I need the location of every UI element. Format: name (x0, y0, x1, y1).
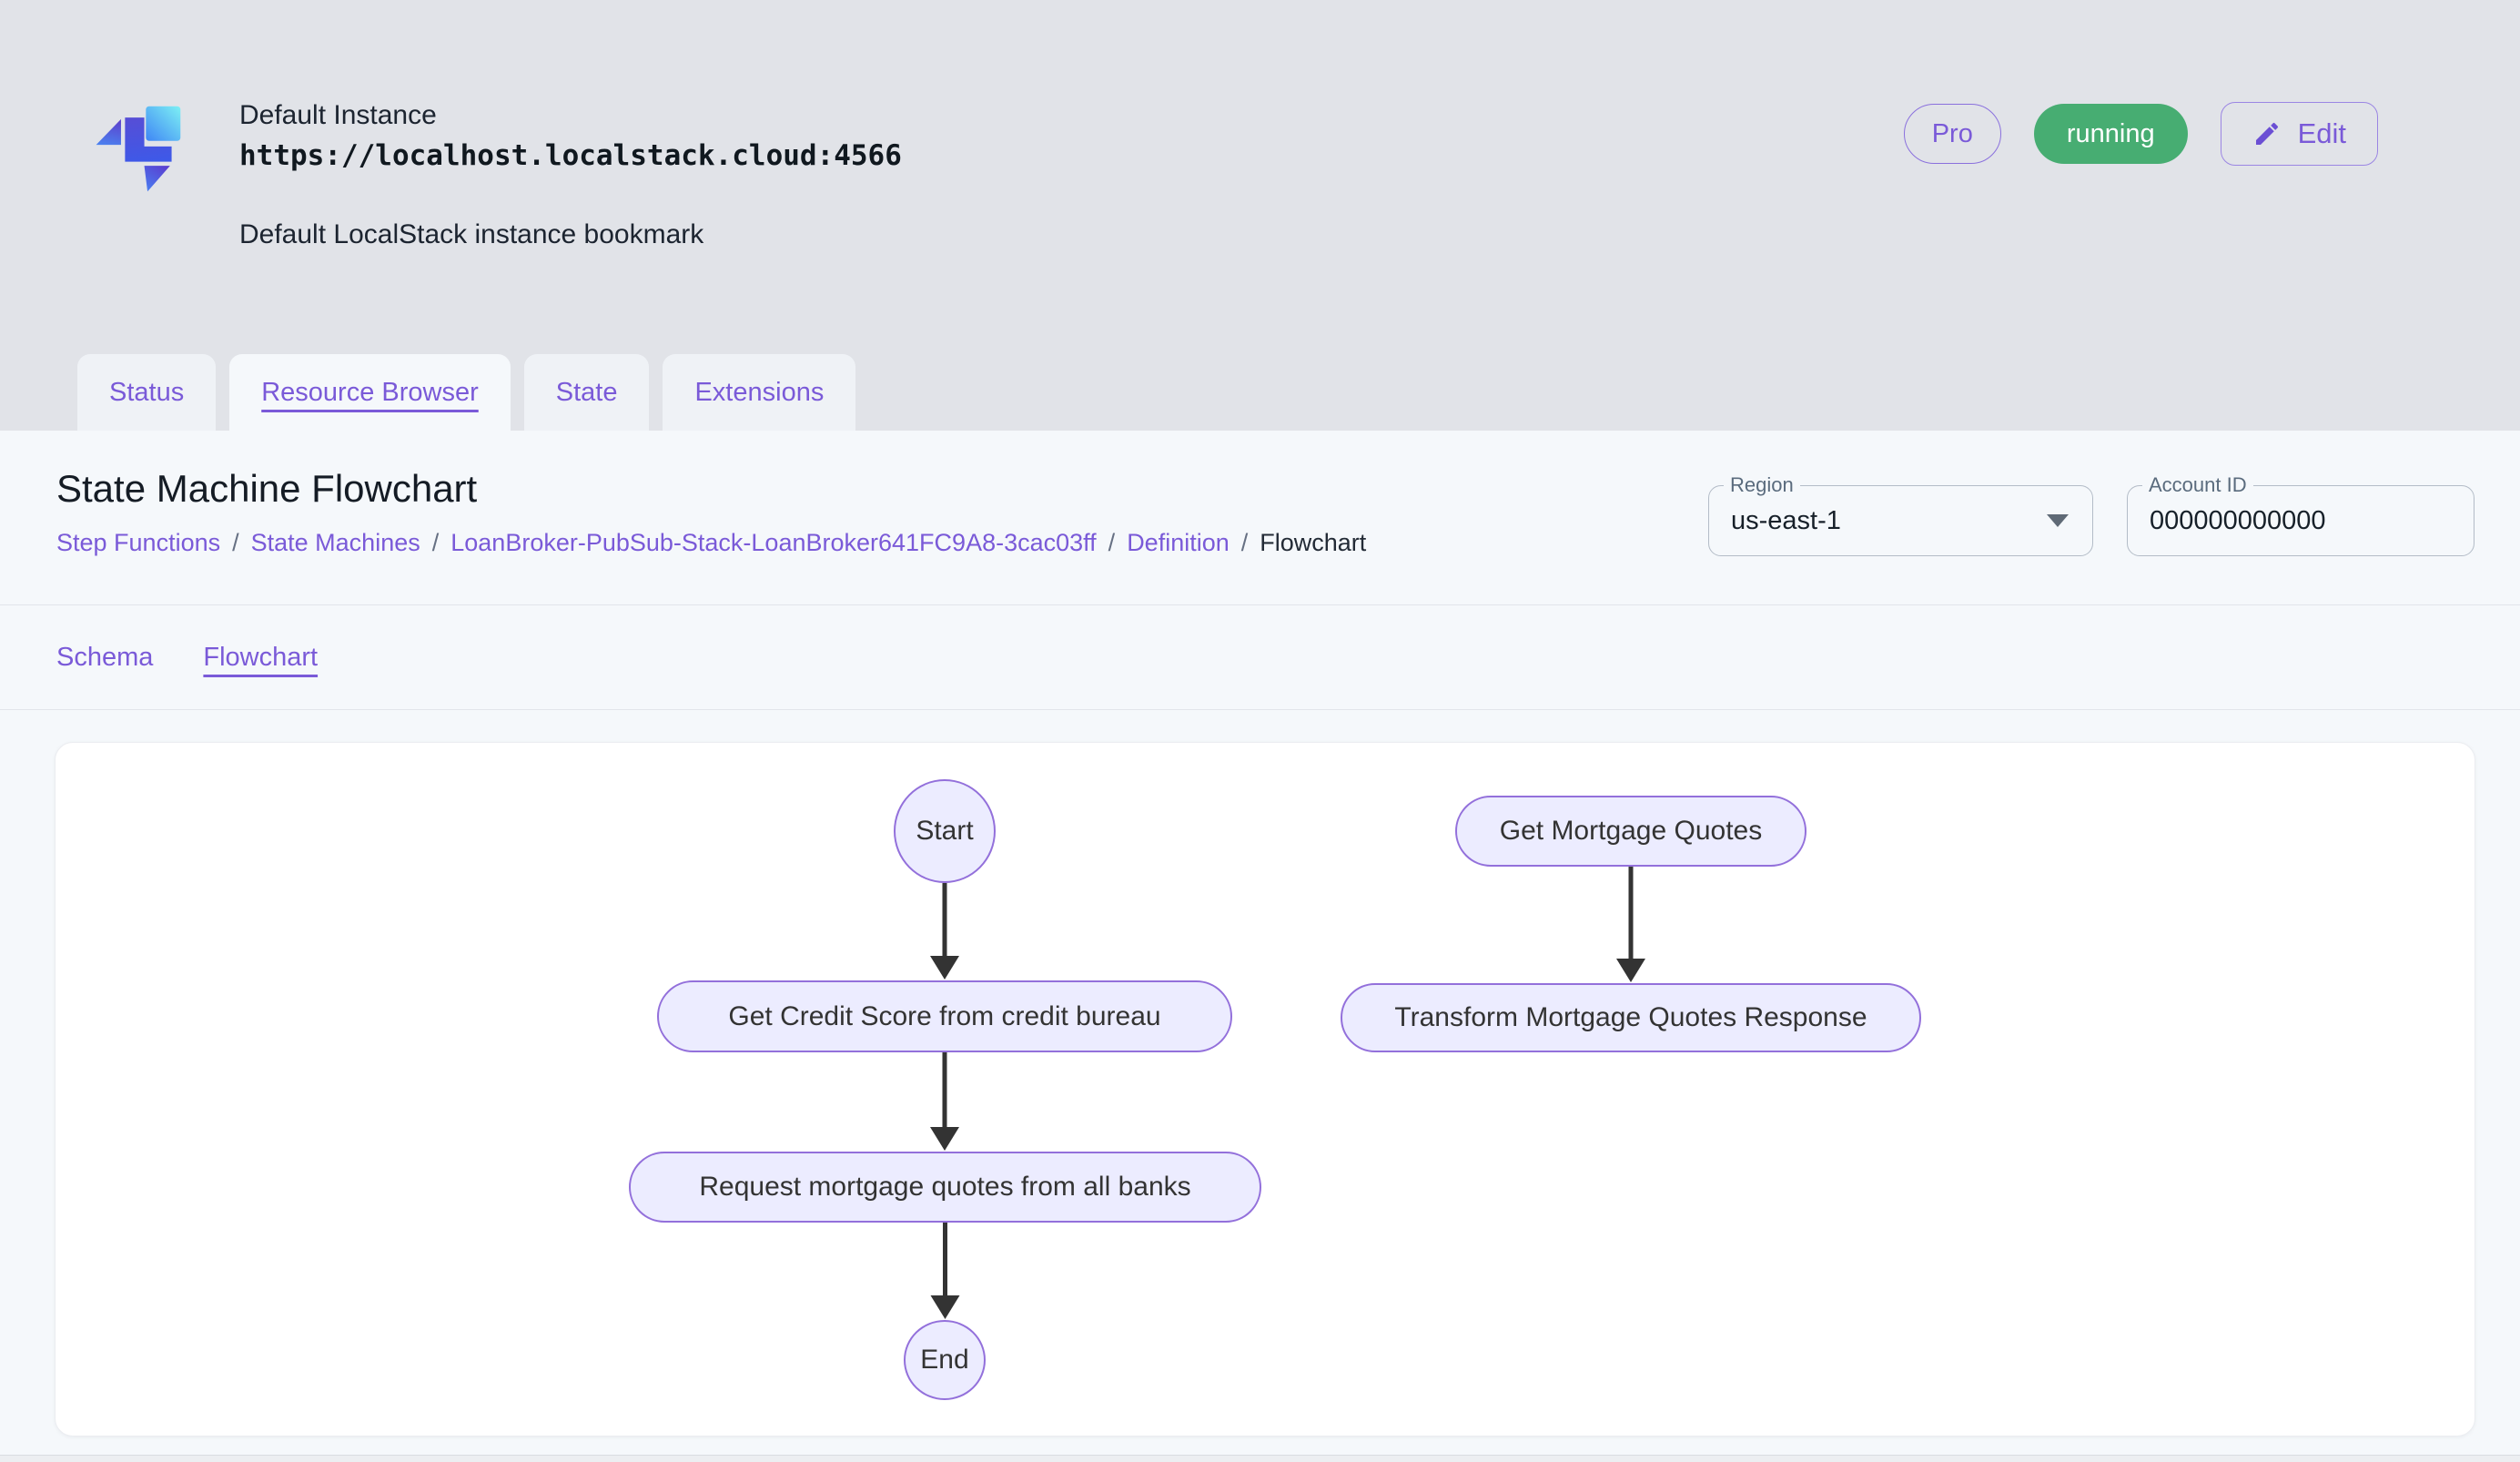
dropdown-caret-icon (2047, 514, 2069, 527)
divider (0, 709, 2520, 710)
window-bottom-edge (0, 1455, 2520, 1462)
page-title: State Machine Flowchart (56, 467, 478, 510)
instance-url: https://localhost.localstack.cloud:4566 (239, 139, 902, 172)
breadcrumb-item-flowchart: Flowchart (1260, 529, 1367, 556)
subtab-flowchart[interactable]: Flowchart (203, 642, 319, 672)
header-actions: Pro running Edit (1903, 102, 2378, 166)
flow-node-request-quotes: Request mortgage quotes from all banks (629, 1152, 1261, 1223)
panel-header: State Machine Flowchart Step Functions/S… (0, 431, 2520, 604)
breadcrumb-item-definition[interactable]: Definition (1127, 529, 1230, 556)
divider (0, 604, 2520, 605)
breadcrumb-separator: / (232, 529, 239, 556)
flow-node-end: End (904, 1320, 986, 1400)
instance-info: Default Instance https://localhost.local… (239, 91, 902, 250)
context-fields: Region us-east-1 Account ID 000000000000 (1708, 472, 2474, 556)
flow-arrowhead-icon (1616, 959, 1645, 982)
subtab-schema[interactable]: Schema (56, 642, 154, 672)
tab-status[interactable]: Status (77, 354, 217, 431)
instance-description: Default LocalStack instance bookmark (239, 219, 704, 249)
breadcrumb-separator: / (1240, 529, 1249, 556)
breadcrumb: Step Functions / State Machines / LoanBroker… (56, 529, 1366, 557)
pencil-icon (2255, 122, 2278, 145)
tab-state[interactable]: State (523, 354, 650, 431)
breadcrumb-separator: / (1108, 529, 1116, 556)
region-label: Region (1724, 472, 1800, 500)
account-id-value: 000000000000 (2150, 505, 2326, 535)
flow-node-get-credit-score: Get Credit Score from credit bureau (657, 980, 1232, 1052)
breadcrumb-item-loanbroker-pubsub-stack-loanbroker641fc9[interactable]: LoanBroker-PubSub-Stack-LoanBroker641FC9… (450, 529, 1097, 556)
content-panel: State Machine Flowchart Step Functions/S… (0, 431, 2520, 1462)
flow-node-transform-response: Transform Mortgage Quotes Response (1341, 983, 1921, 1052)
breadcrumb-separator: / (431, 529, 440, 556)
tab-extensions[interactable]: Extensions (663, 354, 856, 431)
edit-button[interactable]: Edit (2220, 102, 2378, 166)
account-id-label: Account ID (2142, 472, 2253, 500)
flow-node-get-mortgage-quotes: Get Mortgage Quotes (1455, 796, 1807, 867)
edit-button-label: Edit (2297, 117, 2346, 149)
flowchart-edges (930, 867, 1645, 1319)
definition-subtabs: Schema Flowchart (0, 605, 2520, 709)
account-id-field[interactable]: Account ID 000000000000 (2127, 472, 2474, 556)
region-value: us-east-1 (1731, 505, 1841, 535)
running-status-badge: running (2033, 104, 2188, 164)
pro-badge: Pro (1903, 104, 2001, 164)
flow-arrowhead-icon (930, 956, 959, 980)
tab-resource-browser[interactable]: Resource Browser (229, 354, 511, 431)
instance-name: Default Instance (239, 100, 437, 130)
flow-node-start: Start (894, 779, 996, 883)
region-select[interactable]: Region us-east-1 (1708, 472, 2093, 556)
flow-arrowhead-icon (930, 1295, 960, 1319)
flow-arrowhead-icon (930, 1127, 959, 1151)
breadcrumb-item-state-machines[interactable]: State Machines (250, 529, 420, 556)
instance-header: Default Instance https://localhost.local… (86, 91, 902, 250)
breadcrumb-item-step-functions[interactable]: Step Functions (56, 529, 221, 556)
localstack-logo (86, 91, 203, 208)
